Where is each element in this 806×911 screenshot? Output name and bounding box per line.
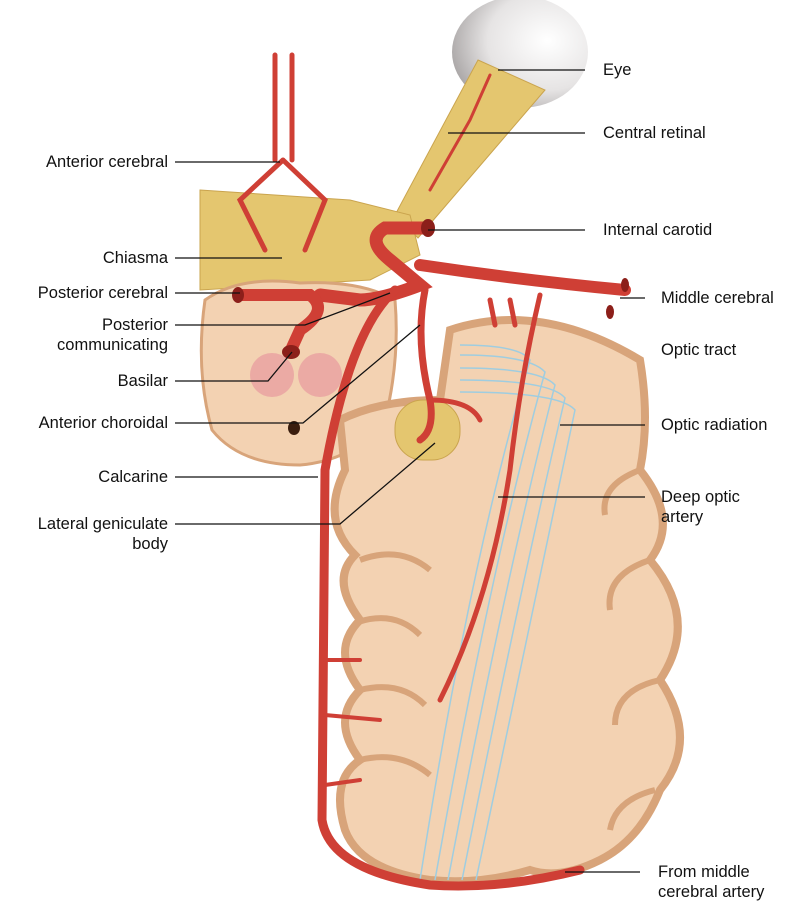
label-optic-radiation: Optic radiation <box>661 415 767 435</box>
label-lateral-geniculate-body: Lateral geniculate body <box>38 514 168 554</box>
label-from-middle-line1: From middle <box>658 862 764 882</box>
label-posterior-cerebral: Posterior cerebral <box>38 283 168 303</box>
label-deep-optic-artery: Deep optic artery <box>661 487 740 527</box>
label-central-retinal: Central retinal <box>603 123 706 143</box>
label-from-middle-cerebral-artery: From middle cerebral artery <box>658 862 764 902</box>
label-deep-optic-line1: Deep optic <box>661 487 740 507</box>
label-posterior-communicating-line1: Posterior <box>57 315 168 335</box>
label-lateral-geniculate-line1: Lateral geniculate <box>38 514 168 534</box>
cortical-lobe <box>335 320 680 881</box>
label-optic-tract: Optic tract <box>661 340 736 360</box>
optic-nerve-chiasma <box>200 60 545 290</box>
label-posterior-communicating-line2: communicating <box>57 335 168 355</box>
label-calcarine: Calcarine <box>98 467 168 487</box>
label-chiasma: Chiasma <box>103 248 168 268</box>
label-lateral-geniculate-line2: body <box>38 534 168 554</box>
label-from-middle-line2: cerebral artery <box>658 882 764 902</box>
label-eye: Eye <box>603 60 631 80</box>
label-posterior-communicating: Posterior communicating <box>57 315 168 355</box>
label-basilar: Basilar <box>118 371 168 391</box>
label-deep-optic-line2: artery <box>661 507 740 527</box>
label-anterior-cerebral: Anterior cerebral <box>46 152 168 172</box>
label-internal-carotid: Internal carotid <box>603 220 712 240</box>
label-middle-cerebral: Middle cerebral <box>661 288 774 308</box>
label-anterior-choroidal: Anterior choroidal <box>39 413 168 433</box>
